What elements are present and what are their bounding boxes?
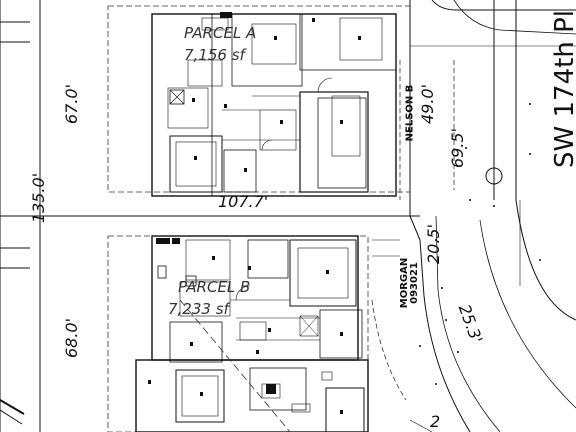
dim-right-b: 20.5' bbox=[424, 223, 444, 265]
parcel-b-area: 7,233 sf bbox=[168, 300, 229, 318]
dim-curve-bottom: 2 bbox=[430, 412, 441, 431]
label-nelson: NELSON B bbox=[404, 84, 416, 142]
lot-lines bbox=[0, 0, 420, 432]
dim-left-top: 67.0' bbox=[62, 83, 82, 125]
survey-monument bbox=[485, 167, 503, 185]
fixtures-a bbox=[169, 12, 361, 172]
dotted-markers bbox=[419, 103, 541, 385]
street-name: SW 174th Pl bbox=[549, 10, 576, 168]
parcel-b-name: PARCEL B bbox=[178, 278, 251, 296]
easement-line bbox=[179, 299, 291, 432]
fixtures-b bbox=[148, 238, 343, 414]
dim-right-total: 69.5' bbox=[448, 127, 468, 169]
dim-left-bottom: 68.0' bbox=[62, 317, 82, 359]
building-b bbox=[135, 235, 369, 432]
parcel-a-area: 7,156 sf bbox=[184, 46, 245, 64]
dim-divider: 107.7' bbox=[218, 192, 269, 211]
label-morgan-code: 093021 bbox=[408, 262, 420, 304]
dim-left-mid: 135.0' bbox=[29, 172, 49, 224]
dim-right-a: 49.0' bbox=[418, 83, 438, 125]
street-dashes bbox=[371, 60, 455, 401]
parcel-a-name: PARCEL A bbox=[184, 24, 257, 42]
building-a bbox=[151, 13, 397, 197]
parcel-b-setback bbox=[107, 235, 369, 432]
parcel-a-setback bbox=[107, 5, 411, 193]
